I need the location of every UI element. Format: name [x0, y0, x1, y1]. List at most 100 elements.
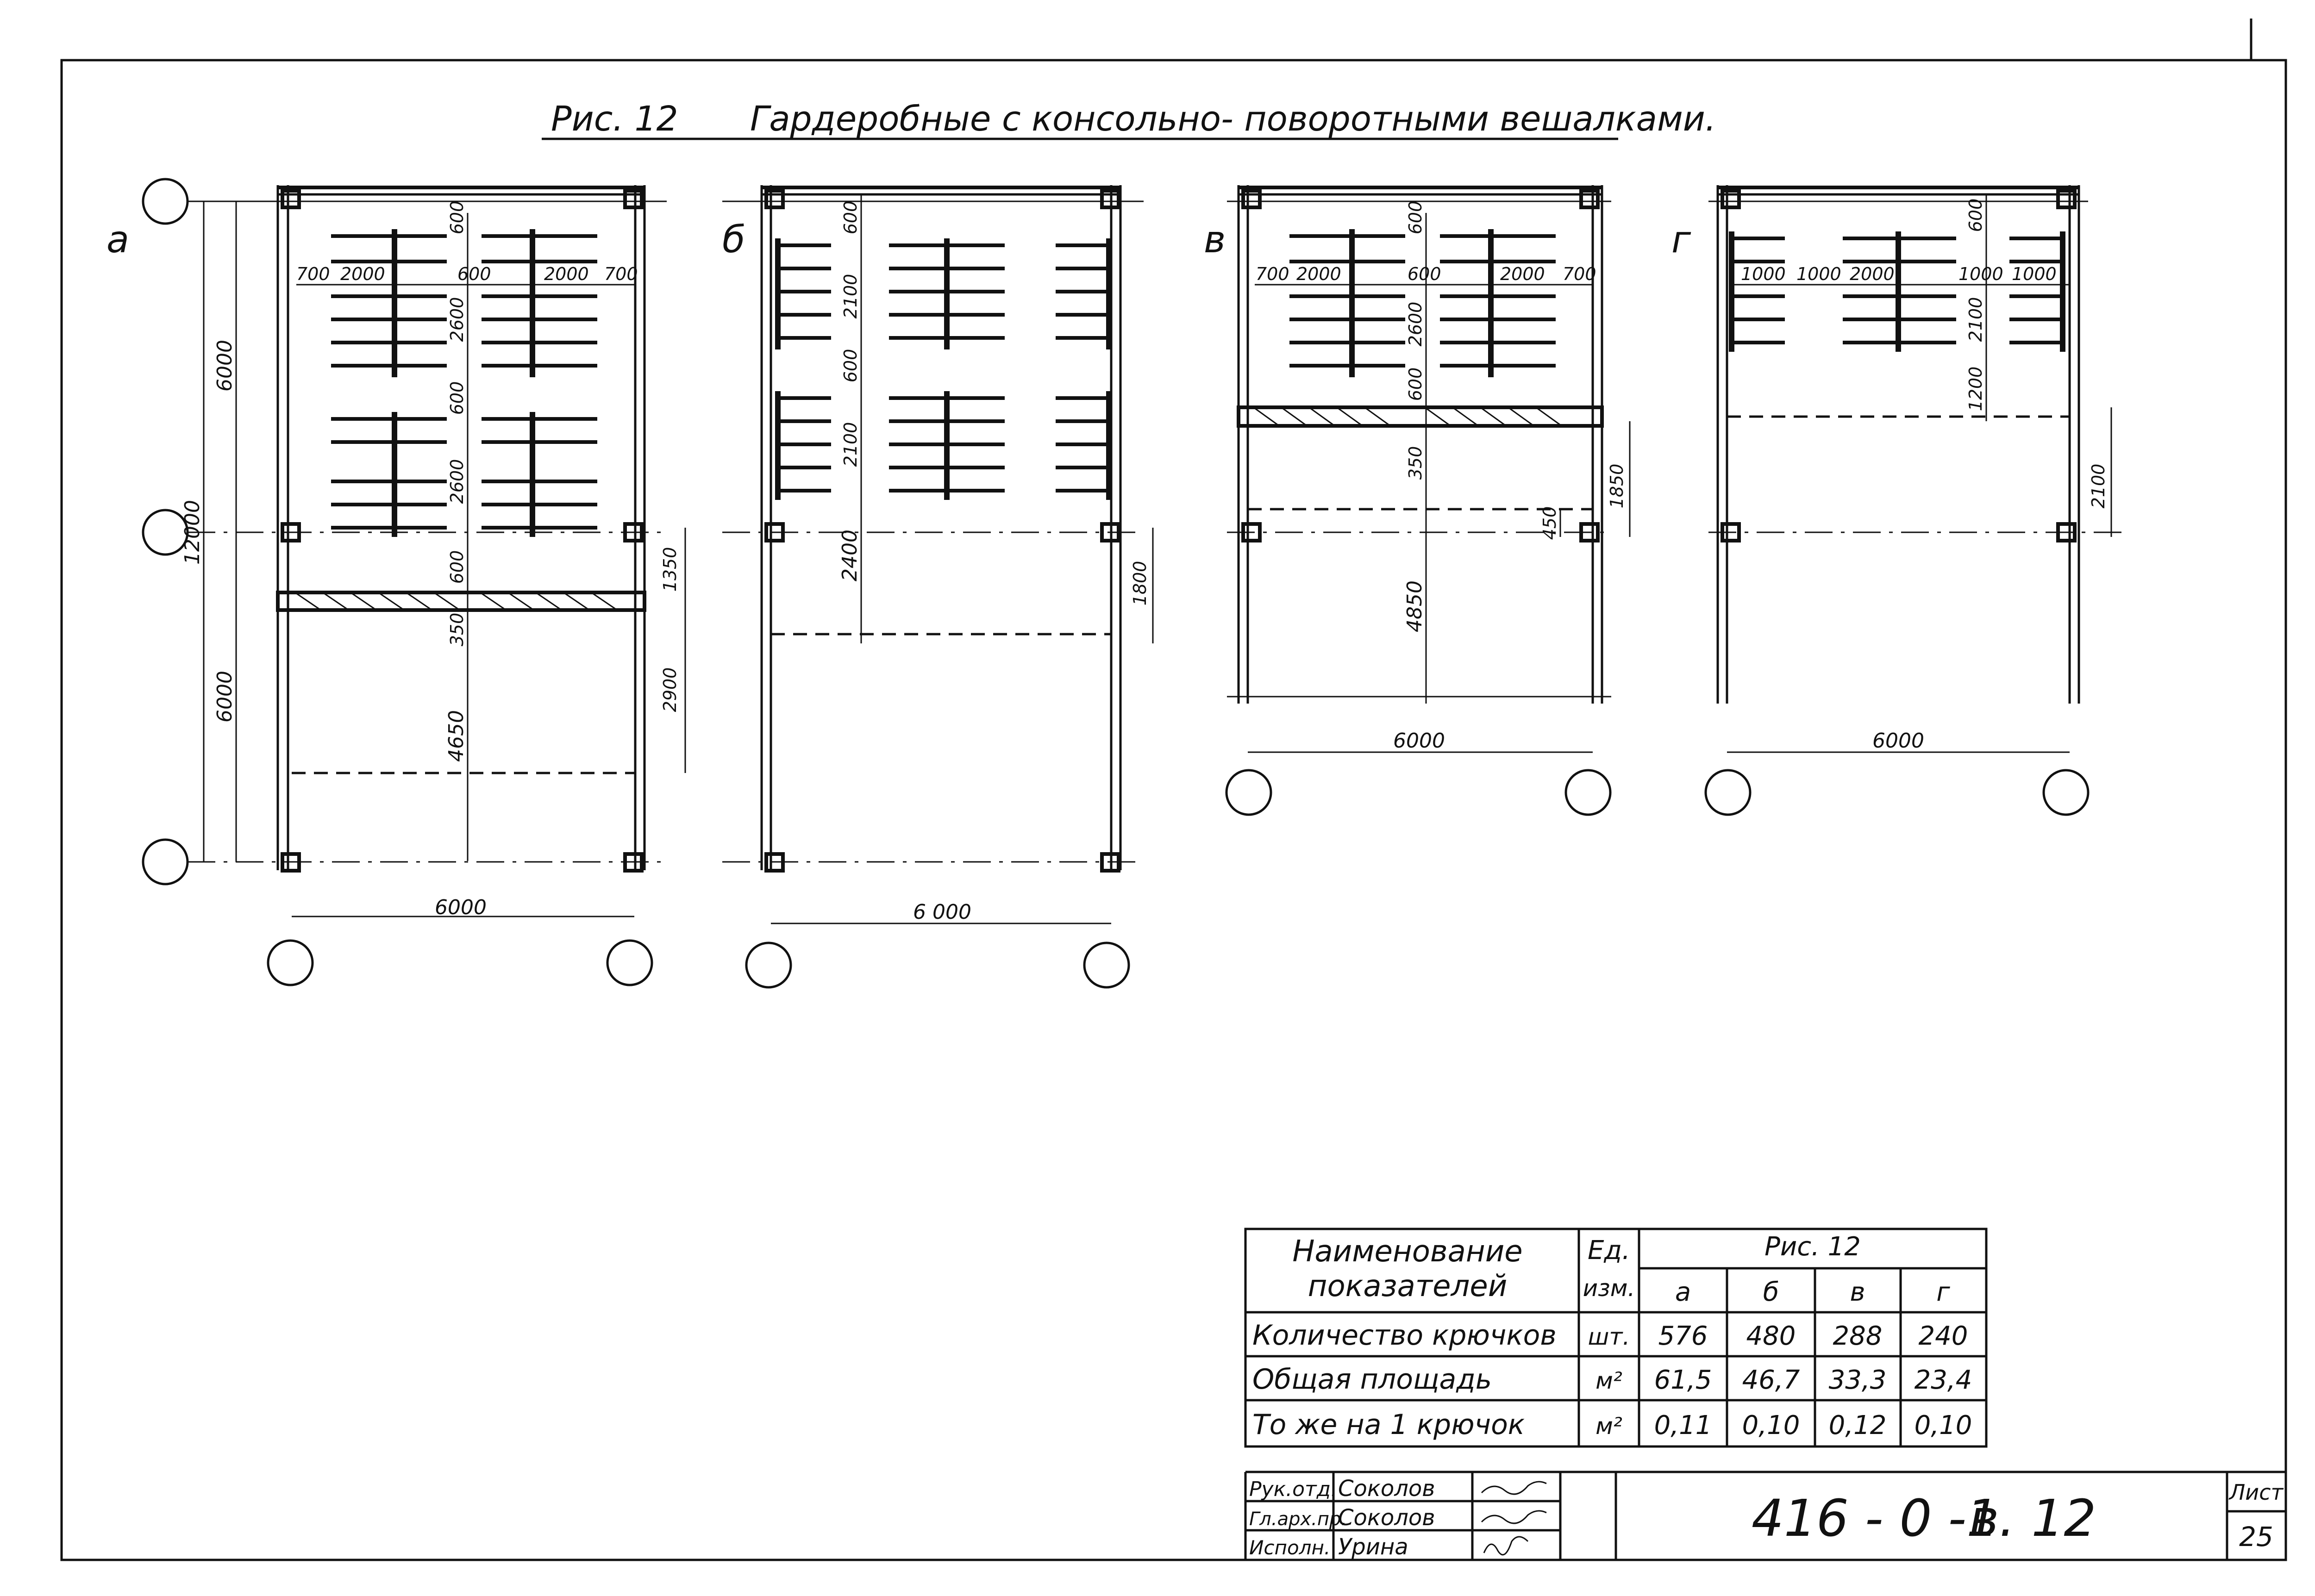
dim: 1200	[1965, 367, 1986, 411]
dim: 350	[447, 613, 467, 647]
dim: 2900	[660, 667, 680, 712]
plan-g: г 1	[1671, 185, 2130, 816]
dim: 1850	[1607, 464, 1627, 509]
row-name: Общая площадь	[1252, 1363, 1492, 1396]
header-unit: изм.	[1583, 1275, 1635, 1302]
header-name: Наименование	[1292, 1234, 1522, 1269]
axis-marker	[267, 939, 314, 986]
col-header: а	[1675, 1277, 1691, 1307]
dim: 600	[447, 381, 467, 415]
cell: 0,12	[1829, 1410, 1887, 1440]
person-name: Урина	[1338, 1534, 1408, 1560]
dim: 600	[1405, 201, 1426, 235]
title-block: Рук.отд. Гл.арх.пр. Исполн. Соколов Соко…	[1244, 1471, 2286, 1560]
cell: 0,10	[1915, 1410, 1972, 1440]
col-header: б	[1763, 1277, 1779, 1307]
role-label: Исполн.	[1249, 1536, 1330, 1559]
dim: 700	[296, 264, 330, 284]
row-unit: м²	[1595, 1367, 1622, 1394]
cell: 576	[1658, 1321, 1708, 1351]
cell: 23,4	[1915, 1365, 1972, 1395]
cell: 61,5	[1654, 1365, 1712, 1395]
dim: 2000	[1500, 264, 1545, 284]
col-header: г	[1936, 1277, 1950, 1307]
dim: 2100	[1965, 297, 1986, 342]
dim: 700	[604, 264, 638, 284]
sheet-reference: в. 12	[1969, 1489, 2096, 1548]
axis-marker	[1083, 941, 1130, 989]
dim: 2100	[840, 274, 861, 319]
dim: 1000	[2012, 264, 2057, 284]
plan-letter: в	[1204, 218, 1226, 261]
axis-marker	[142, 838, 189, 885]
axis-marker	[1564, 769, 1612, 816]
dim: 2000	[1850, 264, 1895, 284]
role-label: Рук.отд.	[1249, 1478, 1337, 1501]
dim: 600	[840, 349, 861, 383]
dim: 6000	[1393, 729, 1445, 753]
dim: 2000	[544, 264, 589, 284]
dim: 1000	[1796, 264, 1841, 284]
axis-marker	[1704, 769, 1752, 816]
cell: 240	[1919, 1321, 1968, 1351]
document-code: 416 - 0 -1	[1752, 1489, 1999, 1548]
plan-letter: г	[1671, 218, 1691, 261]
figure-caption: Гардеробные с консольно- поворотными веш…	[750, 99, 1716, 139]
cell: 46,7	[1742, 1365, 1800, 1395]
dim: 600	[1965, 199, 1986, 232]
dim: 6000	[213, 340, 237, 392]
header-unit: Ед.	[1588, 1235, 1630, 1266]
dim: 700	[1563, 264, 1596, 284]
plan-v: в	[1204, 185, 1631, 816]
dim: 600	[1405, 368, 1426, 401]
axis-marker	[142, 178, 189, 225]
row-unit: м²	[1595, 1413, 1622, 1440]
dim: 350	[1405, 446, 1426, 480]
dim: 600	[447, 201, 467, 235]
dim: 4650	[444, 710, 468, 762]
drawing-title: Рис. 12 Гардеробные с консольно- поворот…	[542, 99, 1716, 140]
dim: 6000	[1872, 729, 1924, 753]
plan-letter: а	[106, 218, 129, 261]
cell: 0,10	[1742, 1410, 1800, 1440]
row-name: То же на 1 крючок	[1252, 1409, 1525, 1441]
cell: 33,3	[1829, 1365, 1887, 1395]
dim: 6 000	[913, 900, 971, 924]
dim: 1000	[1741, 264, 1786, 284]
dim: 6000	[213, 671, 237, 723]
axis-marker	[745, 941, 792, 989]
dim: 2000	[1296, 264, 1341, 284]
axis-marker	[2042, 769, 2090, 816]
plan-letter: б	[722, 218, 745, 261]
dim: 1800	[1130, 561, 1150, 606]
dim: 4850	[1403, 580, 1427, 632]
dim: 2600	[447, 459, 467, 504]
dim: 2100	[840, 422, 861, 467]
dim: 600	[447, 550, 467, 584]
indicator-table: Наименование показателей Ед. изм. Рис. 1…	[1244, 1228, 1988, 1448]
header-name: показателей	[1308, 1269, 1508, 1303]
plan-a: а	[106, 178, 686, 986]
sheet-number: 25	[2239, 1521, 2273, 1552]
dim: 600	[840, 201, 861, 235]
sheet-label: Лист	[2228, 1480, 2284, 1505]
person-name: Соколов	[1338, 1476, 1435, 1502]
cell: 288	[1833, 1321, 1883, 1351]
plan-b: б	[722, 185, 1154, 989]
axis-marker	[606, 939, 653, 986]
dim: 2000	[340, 264, 385, 284]
axis-marker	[1225, 769, 1272, 816]
dim: 600	[457, 264, 491, 284]
dim: 1000	[1958, 264, 2003, 284]
header-figure: Рис. 12	[1764, 1232, 1861, 1262]
signature-mark	[1481, 1481, 1547, 1556]
dim: 600	[1408, 264, 1441, 284]
dim: 700	[1256, 264, 1289, 284]
role-label: Гл.арх.пр.	[1249, 1509, 1347, 1530]
person-name: Соколов	[1338, 1505, 1435, 1531]
sheet-frame	[60, 59, 2287, 1561]
dim: 12000	[181, 500, 204, 565]
dim: 2600	[447, 297, 467, 342]
cell: 480	[1746, 1321, 1796, 1351]
dim: 1350	[660, 547, 680, 592]
